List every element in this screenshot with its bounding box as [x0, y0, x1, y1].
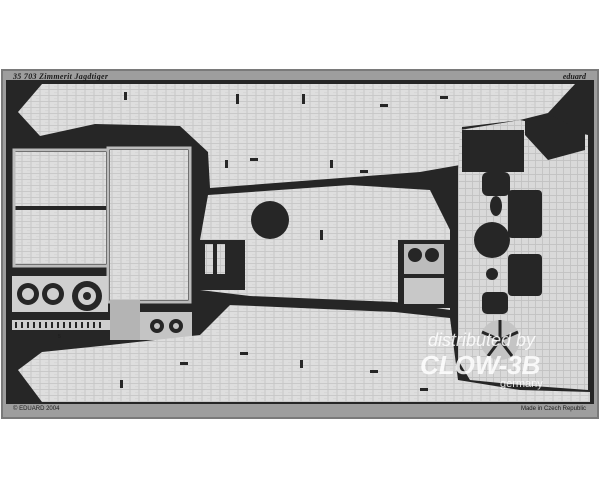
weld-slots	[120, 92, 448, 391]
engine-deck-panel	[110, 150, 188, 300]
watermark-line1: distributed by	[428, 330, 536, 350]
vision-port	[482, 172, 510, 196]
bottom-zimmerit-plate	[18, 305, 590, 402]
fret-title: 35 703 Zimmerit Jagdtiger	[13, 72, 109, 81]
top-right-notch	[550, 84, 592, 135]
fret-marker: 5	[58, 334, 61, 340]
hatch-panel-top	[14, 152, 106, 206]
round-hole	[251, 201, 289, 239]
fret-brand-logo: eduard	[562, 72, 586, 81]
fret-copyright: © EDUARD 2004	[13, 406, 60, 412]
ruler-strip	[12, 320, 112, 330]
watermark-line3: germany	[500, 378, 543, 390]
hatch-panel-bottom	[14, 210, 106, 264]
twin-ring-part	[140, 312, 192, 340]
watermark-line2: CLOW-3B	[420, 350, 541, 380]
fret-origin: Made in Czech Republic	[520, 406, 586, 412]
top-zimmerit-plate	[18, 84, 575, 188]
